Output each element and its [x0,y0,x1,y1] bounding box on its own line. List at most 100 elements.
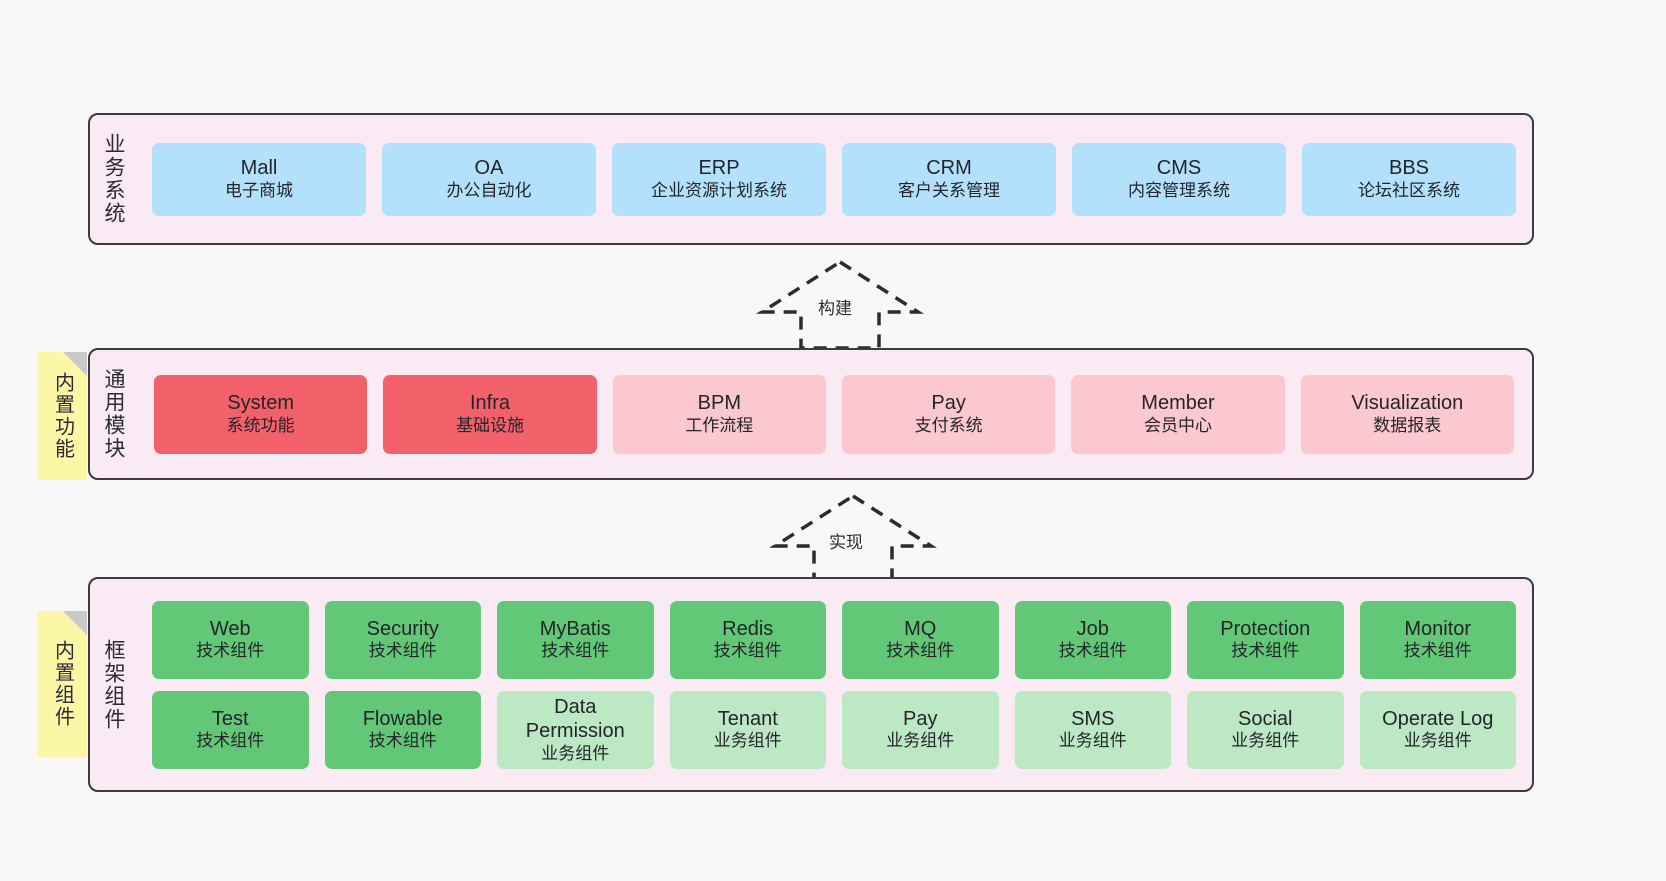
card-security[interactable]: Security 技术组件 [324,600,481,679]
framework-cell-3: Redis 技术组件 [662,600,835,679]
framework-cell-6: Protection 技术组件 [1179,600,1352,679]
sticky-note-label: 内置功能 [51,372,74,460]
card-visualization[interactable]: Visualization 数据报表 [1300,374,1514,454]
modules-cell-4: Member 会员中心 [1063,374,1292,454]
card-subtitle: 技术组件 [196,641,265,661]
card-data-permission[interactable]: Data Permission 业务组件 [497,690,654,769]
card-test[interactable]: Test 技术组件 [152,690,309,769]
card-web[interactable]: Web 技术组件 [152,600,309,679]
card-subtitle: 工作流程 [685,415,754,435]
card-mall[interactable]: Mall 电子商城 [152,142,366,216]
card-title: OA [474,157,504,180]
framework-cell-5: Job 技术组件 [1007,600,1180,679]
card-subtitle: 客户关系管理 [898,180,1000,200]
card-title: BPM [697,392,741,415]
card-subtitle: 业务组件 [1231,731,1300,751]
card-subtitle: 技术组件 [368,731,437,751]
card-pay[interactable]: Pay 支付系统 [841,374,1056,454]
card-subtitle: 系统功能 [226,415,295,435]
layer-common-modules: 通用模块 System 系统功能 Infra 基础设施 [88,348,1534,480]
card-title: BBS [1388,157,1430,180]
card-bbs[interactable]: BBS 论坛社区系统 [1302,142,1516,216]
framework-cell-2: MyBatis 技术组件 [489,600,662,679]
card-title: Mall [240,157,278,180]
card-bpm[interactable]: BPM 工作流程 [612,374,826,454]
card-title: Operate Log [1382,707,1494,730]
modules-cell-5: Visualization 数据报表 [1293,374,1522,454]
card-system[interactable]: System 系统功能 [154,374,368,454]
arrow-implement-label: 实现 [826,528,866,553]
card-title: Data Permission [525,695,625,743]
card-subtitle: 业务组件 [541,743,610,763]
framework-cell-8: Test 技术组件 [144,690,317,769]
card-operate-log[interactable]: Operate Log 业务组件 [1359,690,1516,769]
sticky-note-label: 内置组件 [51,640,74,728]
card-redis[interactable]: Redis 技术组件 [669,600,826,679]
layer-framework-components: 框架组件 Web 技术组件 Security 技术组件 [88,577,1534,792]
sticky-fold-corner-icon [63,352,87,376]
card-title: SMS [1071,707,1115,730]
card-subtitle: 业务组件 [1403,731,1472,751]
card-subtitle: 业务组件 [1058,731,1127,751]
card-sms[interactable]: SMS 业务组件 [1014,690,1171,769]
card-job[interactable]: Job 技术组件 [1014,600,1171,679]
card-mq[interactable]: MQ 技术组件 [842,600,999,679]
framework-cell-9: Flowable 技术组件 [317,690,490,769]
card-member[interactable]: Member 会员中心 [1071,374,1285,454]
card-erp[interactable]: ERP 企业资源计划系统 [612,142,826,216]
card-infra[interactable]: Infra 基础设施 [383,374,597,454]
card-title: ERP [698,157,740,180]
card-subtitle: 技术组件 [713,641,782,661]
card-subtitle: 数据报表 [1373,415,1442,435]
card-social[interactable]: Social 业务组件 [1187,690,1344,769]
card-subtitle: 技术组件 [368,641,437,661]
arrow-build-label: 构建 [815,294,855,319]
framework-cell-15: Operate Log 业务组件 [1352,690,1525,769]
layer-modules-label: 通用模块 [102,368,126,460]
card-title: Pay [931,392,966,415]
card-subtitle: 技术组件 [1403,641,1472,661]
card-tenant[interactable]: Tenant 业务组件 [669,690,826,769]
card-pay-component[interactable]: Pay 业务组件 [842,690,999,769]
card-subtitle: 会员中心 [1143,415,1212,435]
card-title: Member [1141,392,1215,415]
card-subtitle: 技术组件 [1231,641,1300,661]
card-title: Social [1238,707,1293,730]
business-card-row: Mall 电子商城 OA 办公自动化 ERP 企业资源计划系统 [144,142,1524,216]
card-title: Pay [903,707,938,730]
card-protection[interactable]: Protection 技术组件 [1187,600,1344,679]
card-title: CRM [926,157,972,180]
framework-row-2: Test 技术组件 Flowable 技术组件 Data Permission … [144,690,1525,769]
framework-cell-12: Pay 业务组件 [834,690,1007,769]
card-subtitle: 基础设施 [455,415,524,435]
card-title: Flowable [362,707,443,730]
business-cell-1: OA 办公自动化 [374,142,604,216]
card-subtitle: 业务组件 [886,731,955,751]
layer-framework-label: 框架组件 [102,638,126,731]
card-subtitle: 技术组件 [196,731,265,751]
card-mybatis[interactable]: MyBatis 技术组件 [497,600,654,679]
card-subtitle: 论坛社区系统 [1358,180,1460,200]
sticky-note-builtin-functions: 内置功能 [37,352,87,480]
card-subtitle: 企业资源计划系统 [651,180,787,200]
sticky-note-builtin-components: 内置组件 [37,611,87,757]
modules-cell-1: Infra 基础设施 [375,374,604,454]
card-flowable[interactable]: Flowable 技术组件 [324,690,481,769]
card-subtitle: 电子商城 [225,180,293,200]
sticky-fold-corner-icon [63,611,87,635]
card-monitor[interactable]: Monitor 技术组件 [1359,600,1516,679]
card-oa[interactable]: OA 办公自动化 [382,142,596,216]
modules-cell-0: System 系统功能 [146,374,375,454]
framework-cell-13: SMS 业务组件 [1007,690,1180,769]
business-cell-5: BBS 论坛社区系统 [1294,142,1524,216]
card-title: Visualization [1351,392,1464,415]
card-title: System [227,392,294,415]
card-title: Security [366,617,439,640]
card-crm[interactable]: CRM 客户关系管理 [842,142,1056,216]
card-cms[interactable]: CMS 内容管理系统 [1072,142,1286,216]
business-cell-4: CMS 内容管理系统 [1064,142,1294,216]
modules-cell-3: Pay 支付系统 [834,374,1063,454]
arrow-implement: 实现 [768,492,938,584]
card-title: MyBatis [539,617,611,640]
